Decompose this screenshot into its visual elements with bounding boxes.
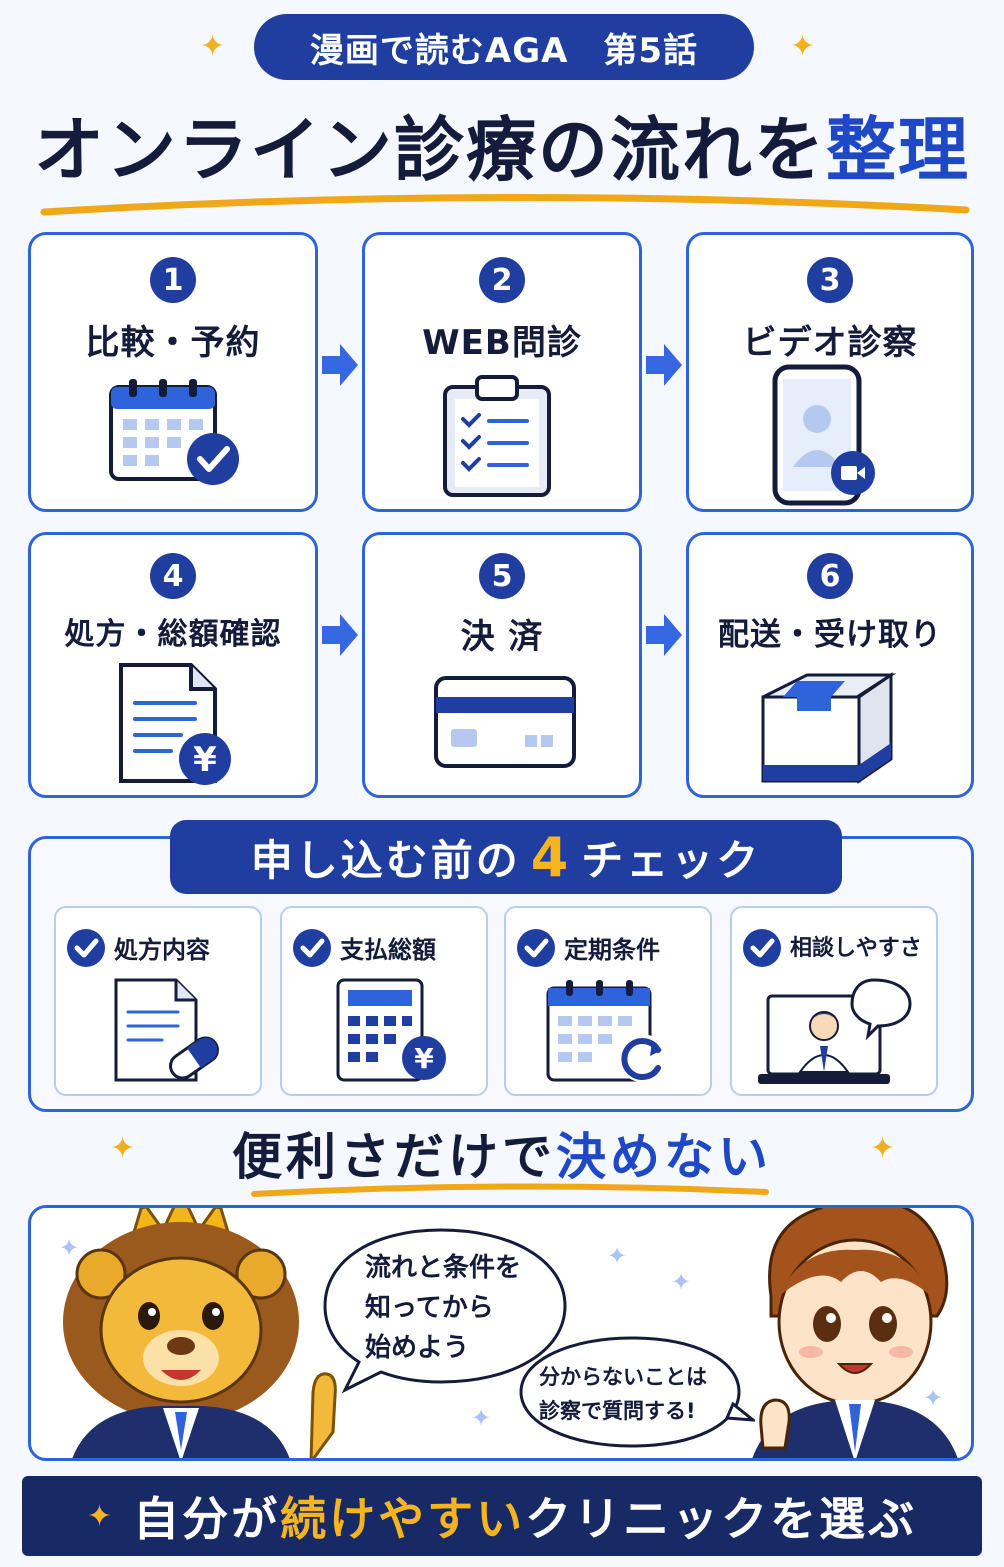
calendar-refresh-icon: [546, 980, 666, 1082]
page-title: オンライン診療の流れを整理: [0, 94, 1004, 194]
svg-text:¥: ¥: [414, 1042, 434, 1075]
footer-highlight: 続けやすい: [280, 1492, 526, 1546]
step-number: 2: [479, 257, 525, 303]
step-card-2[interactable]: 2 WEB問診: [362, 232, 642, 512]
step-label: ビデオ診察: [742, 323, 918, 363]
arrow-right-icon: [322, 614, 358, 656]
sparkle-icon: ✦: [471, 1404, 492, 1432]
sparkle-icon: ✦: [110, 1131, 136, 1166]
slogan-highlight: 決めない: [556, 1128, 772, 1186]
lion-speech-bubble: [323, 1228, 567, 1394]
check-item-label: 処方内容: [114, 936, 210, 964]
sparkle-icon: ✦: [607, 1242, 628, 1270]
step-card-6[interactable]: 6 配送・受け取り: [686, 532, 974, 798]
checkmark-icon: [293, 929, 331, 967]
slogan-underline: [251, 1183, 769, 1197]
slogan: 便利さだけで決めない: [0, 1118, 1004, 1188]
title-highlight: 整理: [826, 108, 970, 191]
step-label: 配送・受け取り: [718, 617, 942, 653]
document-capsule-icon: [114, 978, 219, 1082]
sparkle-icon: ✦: [671, 1268, 692, 1296]
title-main: オンライン診療の流れを: [34, 108, 826, 191]
step-card-3[interactable]: 3 ビデオ診察: [686, 232, 974, 512]
lion-mascot: [63, 1208, 337, 1458]
check-item-4[interactable]: 相談しやすさ: [730, 906, 938, 1096]
check-item-3[interactable]: 定期条件: [504, 906, 712, 1096]
clipboard-checklist-icon: [443, 375, 551, 497]
document-yen-icon: ¥: [119, 663, 231, 785]
banner-text: チェック: [581, 835, 762, 885]
title-underline: [40, 193, 970, 216]
series-label: 漫画で読むAGA 第5話: [254, 14, 754, 80]
banner-text: 申し込む前の: [250, 835, 521, 885]
arrow-right-icon: [646, 614, 682, 656]
footer-banner: ✦ 自分が続けやすいクリニックを選ぶ: [22, 1476, 982, 1556]
checkmark-icon: [743, 929, 781, 967]
step-number: 5: [479, 553, 525, 599]
speech-line: 分からないことは: [539, 1365, 707, 1389]
footer-text: クリニックを選ぶ: [525, 1492, 918, 1546]
step-number: 1: [150, 257, 196, 303]
step-number: 6: [807, 553, 853, 599]
boy-character: [752, 1208, 958, 1458]
sparkle-icon: ✦: [59, 1234, 80, 1262]
check-item-label: 相談しやすさ: [790, 936, 922, 961]
manga-panel: ✦ ✦ ✦ ✦ ✦ 流れと条件を 知ってから 始めよう 分からな: [28, 1205, 974, 1461]
boy-speech-bubble: [519, 1336, 755, 1448]
slogan-main: 便利さだけで: [232, 1128, 556, 1186]
arrow-right-icon: [646, 344, 682, 386]
step-label: 比較・予約: [85, 323, 261, 363]
laptop-doctor-icon: [758, 978, 912, 1084]
sparkle-icon: ✦: [870, 1131, 896, 1166]
check-item-label: 定期条件: [564, 936, 660, 964]
calculator-yen-icon: ¥: [336, 978, 446, 1082]
step-card-1[interactable]: 1 比較・予約: [28, 232, 318, 512]
step-number: 3: [807, 257, 853, 303]
package-box-icon: [761, 672, 897, 784]
lion-speech-text: 流れと条件を 知ってから 始めよう: [365, 1248, 521, 1368]
check-item-1[interactable]: 処方内容: [54, 906, 262, 1096]
sparkle-icon: ✦: [86, 1498, 116, 1534]
sparkle-icon: ✦: [200, 29, 226, 64]
sparkle-icon: ✦: [790, 29, 816, 64]
banner-number: 4: [530, 825, 572, 889]
speech-line: 診察で質問する!: [539, 1399, 696, 1423]
step-number: 4: [150, 553, 196, 599]
check-item-label: 支払総額: [340, 936, 436, 964]
smartphone-video-icon: [772, 364, 875, 506]
arrow-right-icon: [322, 344, 358, 386]
sparkle-icon: ✦: [923, 1384, 944, 1412]
step-label: WEB問診: [422, 323, 582, 363]
footer-text: 自分が: [133, 1492, 281, 1546]
calendar-check-icon: [109, 379, 239, 485]
speech-line: 始めよう: [365, 1333, 470, 1363]
step-card-4[interactable]: 4 処方・総額確認 ¥: [28, 532, 318, 798]
checkmark-icon: [517, 929, 555, 967]
step-label: 決 済: [460, 617, 544, 657]
step-label: 処方・総額確認: [64, 617, 282, 652]
speech-line: 流れと条件を: [365, 1253, 522, 1283]
svg-text:¥: ¥: [193, 740, 217, 780]
checkmark-icon: [67, 929, 105, 967]
credit-card-icon: [434, 676, 576, 768]
check-item-2[interactable]: 支払総額 ¥: [280, 906, 488, 1096]
speech-line: 知ってから: [365, 1293, 494, 1323]
step-card-5[interactable]: 5 決 済: [362, 532, 642, 798]
boy-speech-text: 分からないことは 診察で質問する!: [539, 1360, 707, 1428]
